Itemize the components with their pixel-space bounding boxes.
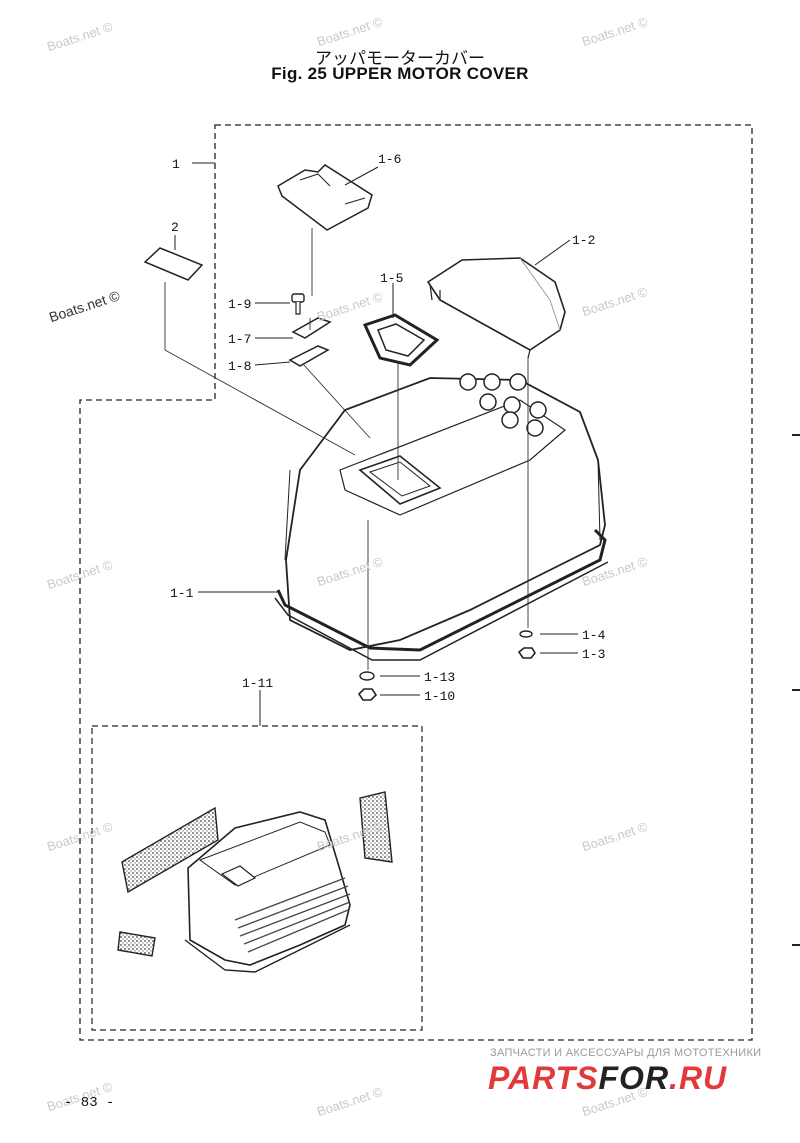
callout-1-8: 1-8 xyxy=(228,359,251,374)
callout-1-13: 1-13 xyxy=(424,670,455,685)
callout-2: 2 xyxy=(171,220,179,235)
brand-logo-part-tail: .RU xyxy=(669,1060,728,1096)
brand-logo-part-dark: FOR xyxy=(598,1060,670,1096)
callout-1: 1 xyxy=(172,157,180,172)
part-1-4-washer xyxy=(519,630,533,638)
brand-logo-part-red: PARTS xyxy=(488,1060,599,1096)
part-1-3-nut xyxy=(517,647,536,659)
callout-1-7: 1-7 xyxy=(228,332,251,347)
part-1-11-decal-set xyxy=(117,791,393,973)
assembly-boundary xyxy=(79,124,753,1041)
leader-lines xyxy=(174,162,578,726)
figure-title: Fig. 25 UPPER MOTOR COVER xyxy=(271,64,529,83)
figure-title-japanese: アッパモーターカバー xyxy=(315,49,485,69)
callout-1-3: 1-3 xyxy=(582,647,605,662)
part-1-10-nut xyxy=(357,688,378,701)
callout-1-4: 1-4 xyxy=(582,628,606,643)
callout-1-6: 1-6 xyxy=(378,152,401,167)
edge-mark xyxy=(792,434,800,946)
part-1-2-rear-cover xyxy=(426,257,566,359)
callout-1-10: 1-10 xyxy=(424,689,455,704)
part-1-1-main-cover xyxy=(274,373,609,661)
callout-1-11: 1-11 xyxy=(242,676,273,691)
callout-1-5: 1-5 xyxy=(380,271,403,286)
callout-1-2: 1-2 xyxy=(572,233,595,248)
part-2-label xyxy=(143,247,204,281)
part-1-9-screw xyxy=(291,293,305,315)
part-1-8-plate xyxy=(288,345,330,367)
assembly-guide-lines xyxy=(164,228,529,670)
part-1-13-washer xyxy=(359,671,375,681)
callout-1-1: 1-1 xyxy=(170,586,194,601)
brand-logo: PARTSFOR.RU xyxy=(488,1060,727,1097)
page-number: - 83 - xyxy=(64,1095,115,1111)
part-1-6-lid xyxy=(277,164,373,231)
brand-tagline: ЗАПЧАСТИ И АКСЕССУАРЫ ДЛЯ МОТОТЕХНИКИ xyxy=(490,1047,762,1059)
decal-set-boundary xyxy=(91,725,423,1031)
part-1-5-grommet xyxy=(362,313,440,367)
callout-1-9: 1-9 xyxy=(228,297,251,312)
